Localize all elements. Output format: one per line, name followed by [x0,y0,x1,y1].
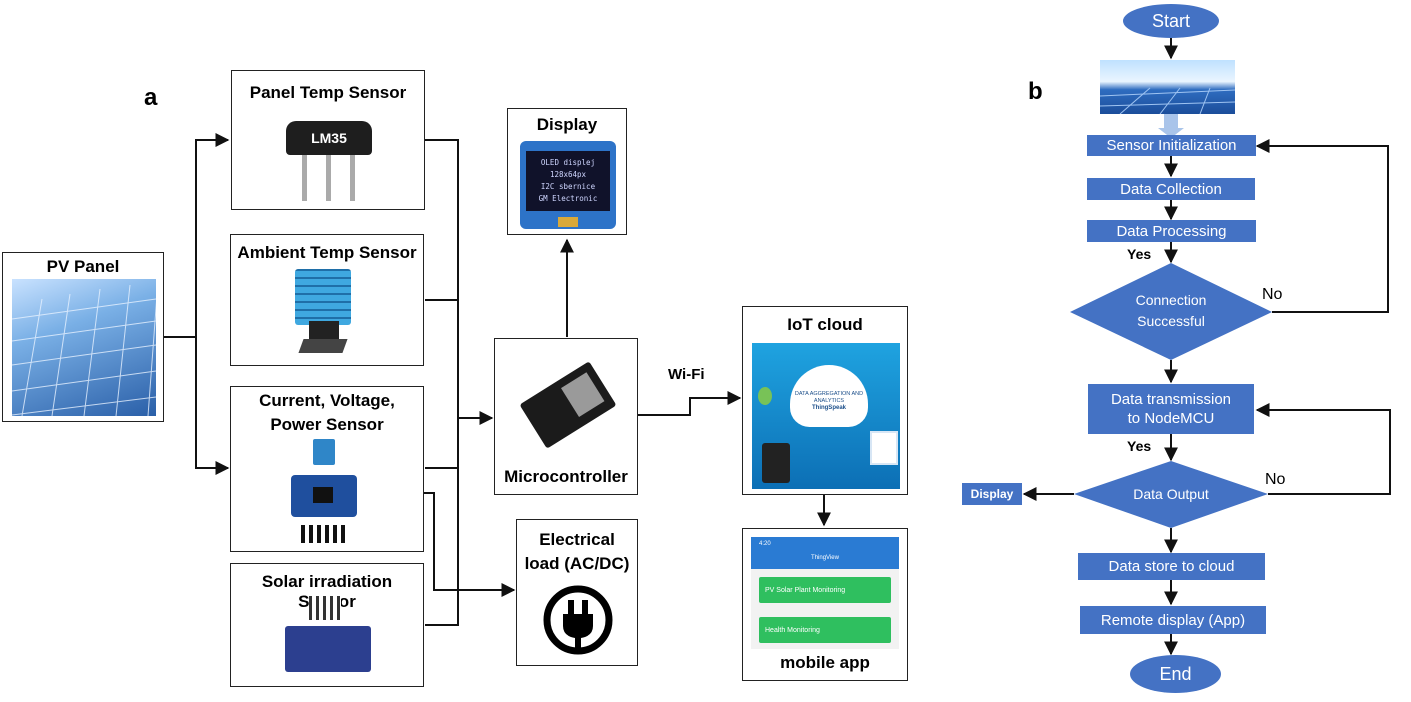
start-node: Start [1123,4,1219,38]
lm35-pin [350,155,355,201]
iot-cloud-image: DATA AGGREGATION AND ANALYTICS ThingSpea… [752,343,900,489]
mobile-app-box: 4:20 ThingView PV Solar Plant Monitoring… [742,528,908,681]
microcontroller-title: Microcontroller [504,467,628,486]
oled-line: OLED displej [540,158,596,167]
solar-panel-banner-image [1100,60,1235,114]
remote-display-step: Remote display (App) [1080,606,1266,634]
oled-line: I2C sbernice [540,182,596,191]
oled-connector [558,217,578,227]
app-button-health-monitoring[interactable]: Health Monitoring [759,617,891,643]
terminal-block [313,439,335,465]
esp32-board-image [517,361,617,453]
cvp-sensor-box: Current, Voltage, Power Sensor [230,386,424,552]
panel-b-letter: b [1028,78,1043,105]
esp32-board [519,361,617,449]
iot-cloud-box: IoT cloud DATA AGGREGATION AND ANALYTICS… [742,306,908,495]
electrical-load-line1: Electrical [539,530,615,549]
lm35-pin [326,155,331,201]
data-processing-step: Data Processing [1087,220,1256,242]
monitor-chart-icon [870,431,898,465]
ina-chip [313,487,333,503]
cloud-text: DATA AGGREGATION AND ANALYTICS [794,391,864,404]
cvp-sensor-title: Current, Voltage, Power Sensor [231,389,423,437]
data-collection-step: Data Collection [1087,178,1255,200]
microbit-device [762,443,790,483]
ambient-temp-sensor-box: Ambient Temp Sensor [230,234,424,366]
data-transmission-line1: Data transmission [1110,391,1232,408]
display-output-node: Display [962,483,1022,505]
thingspeak-brand: ThingSpeak [811,405,846,411]
dht-sensor-base [309,321,339,341]
display-box: Display OLED displej 128x64px I2C sberni… [507,108,627,235]
pv-panel-title: PV Panel [46,257,120,276]
dht-sensor-body [295,269,351,325]
connection-diamond [1070,263,1272,360]
no-label-1: No [1262,286,1283,303]
status-time: 4:20 [759,541,771,547]
data-transmission-step: Data transmission to NodeMCU [1088,384,1254,434]
output-diamond [1074,461,1268,528]
cloud-shape: DATA AGGREGATION AND ANALYTICS ThingSpea… [790,365,868,427]
iot-cloud-title: IoT cloud [787,315,863,334]
mobile-app-screen: 4:20 ThingView PV Solar Plant Monitoring… [751,537,899,649]
sensor-initialization-step: Sensor Initialization [1087,135,1256,156]
connection-successful-text: Connection Successful [1110,290,1232,332]
mobile-app-title: mobile app [780,653,870,672]
bh1750-pins [309,596,341,620]
yes-label-1: Yes [1127,246,1152,262]
wifi-label: Wi-Fi [668,366,705,383]
panel-temp-sensor-box: Panel Temp Sensor LM35 [231,70,425,210]
electrical-load-box: Electrical load (AC/DC) [516,519,638,666]
app-name: ThingView [811,555,839,561]
app-button-pv-monitoring[interactable]: PV Solar Plant Monitoring [759,577,891,603]
no-label-2: No [1265,471,1286,488]
connection-line1: Connection [1135,292,1207,308]
data-transmission-line2: to NodeMCU [1127,410,1215,427]
panel-temp-sensor-title: Panel Temp Sensor [249,83,407,102]
cvp-title-line2: Power Sensor [270,415,384,434]
sensor-bulb-icon [758,387,772,405]
electrical-load-title: Electrical load (AC/DC) [517,528,637,576]
display-title: Display [536,115,598,134]
bh1750-board [285,626,371,672]
connection-line2: Successful [1137,313,1205,329]
oled-line: GM Electronic [538,194,598,203]
electrical-load-line2: load (AC/DC) [524,554,630,573]
data-store-step: Data store to cloud [1078,553,1265,580]
power-plug-icon [543,585,613,655]
oled-board: OLED displej 128x64px I2C sbernice GM El… [520,141,616,229]
solar-panel-image [12,279,156,416]
ina-sensor-board [291,475,357,517]
lm35-pin [302,155,307,201]
panel-a-letter: a [144,84,158,111]
ambient-temp-sensor-title: Ambient Temp Sensor [237,243,417,262]
yes-label-2: Yes [1127,438,1152,454]
oled-screen: OLED displej 128x64px I2C sbernice GM El… [526,151,610,211]
solar-irradiation-sensor-box: Solar irradiation Sensor [230,563,424,687]
end-node: End [1130,655,1221,693]
microcontroller-box: Microcontroller [494,338,638,495]
lm35-chip: LM35 [286,121,372,155]
oled-line: 128x64px [549,170,587,179]
pv-panel-box: PV Panel [2,252,164,422]
cvp-title-line1: Current, Voltage, [259,391,395,410]
esp32-shield [561,372,605,417]
app-header: 4:20 ThingView [751,537,899,569]
header-pins [301,525,347,543]
dht-sensor-pins [298,339,348,353]
data-output-text: Data Output [1133,486,1209,502]
